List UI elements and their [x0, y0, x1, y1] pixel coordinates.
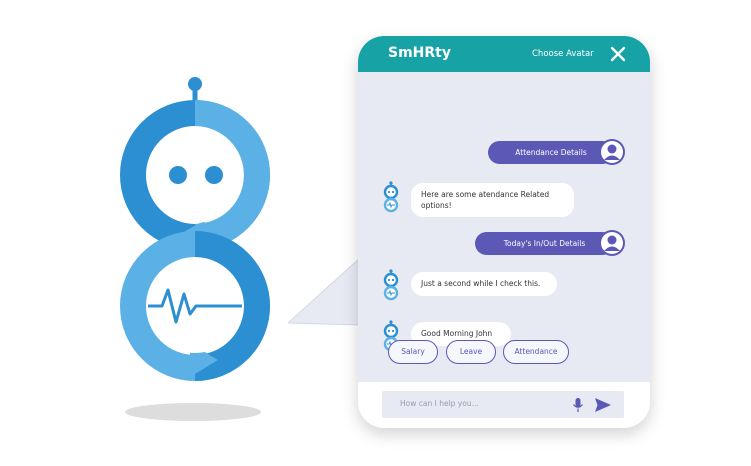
send-icon[interactable] — [594, 397, 612, 413]
quick-reply-salary[interactable]: Salary — [388, 340, 438, 364]
message-input[interactable]: How can I help you... — [382, 391, 624, 418]
left-eye — [169, 166, 187, 184]
antenna-tip — [188, 77, 202, 91]
microphone-icon[interactable] — [572, 397, 584, 413]
right-eye — [205, 166, 223, 184]
user-avatar-icon — [599, 139, 625, 165]
mascot-shadow — [125, 403, 261, 421]
brand-title: SmHRty — [388, 45, 451, 61]
user-avatar-icon — [599, 230, 625, 256]
choose-avatar-link[interactable]: Choose Avatar — [532, 49, 594, 59]
quick-reply-leave[interactable]: Leave — [446, 340, 496, 364]
close-icon[interactable] — [610, 46, 626, 62]
quick-reply-attendance[interactable]: Attendance — [503, 340, 569, 364]
user-message: Today's In/Out Details — [475, 232, 614, 255]
heartbeat-line — [148, 288, 242, 324]
bot-message: Here are some atendance Related options! — [411, 183, 574, 217]
bot-message: Just a second while I check this. — [411, 272, 557, 296]
bot-message-line: options! — [421, 201, 452, 210]
bot-message-line: Here are some atendance Related — [421, 190, 550, 199]
speech-pointer — [288, 255, 362, 326]
chat-header: SmHRty Choose Avatar — [358, 36, 650, 72]
bot-avatar-icon — [383, 181, 399, 213]
chat-body: Attendance Details Here are some atendan… — [358, 72, 650, 382]
bot-avatar-icon — [383, 269, 399, 301]
robot-mascot — [120, 77, 271, 421]
input-placeholder: How can I help you... — [400, 399, 479, 408]
user-message: Attendance Details — [488, 141, 614, 164]
chat-window: SmHRty Choose Avatar Attendance Details … — [358, 36, 650, 428]
